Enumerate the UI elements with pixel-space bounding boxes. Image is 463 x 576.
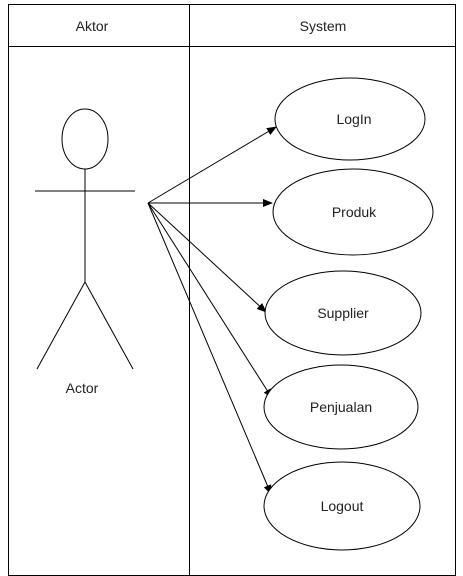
arrow-to-login [147,126,277,204]
use-case-supplier: Supplier [264,270,422,356]
use-case-label: Penjualan [310,399,372,415]
association-arrows [147,126,277,495]
arrow-to-penjualan [147,202,273,399]
lane-title-aktor: Aktor [76,18,109,34]
use-case-ellipse [274,77,426,161]
arrow-to-logout [147,202,272,495]
use-case-ellipse [272,168,434,256]
use-case-penjualan: Penjualan [263,364,419,450]
actor-head [61,108,109,170]
actor-label: Actor [66,380,99,396]
use-case-ellipse [264,270,422,356]
use-case-login: LogIn [274,77,426,161]
use-case-label: LogIn [336,111,371,127]
arrow-to-supplier [147,202,267,313]
use-case-ellipse [263,364,419,450]
use-case-ellipse [263,461,421,551]
use-case-logout: Logout [263,461,421,551]
actor-figure [35,108,135,370]
use-case-label: Produk [332,204,377,220]
lane-title-system: System [300,18,347,34]
actor-left-leg [36,281,86,370]
use-case-label: Logout [321,498,364,514]
use-case-label: Supplier [317,305,369,321]
actor-right-leg [84,281,134,370]
use-case-produk: Produk [272,168,434,256]
